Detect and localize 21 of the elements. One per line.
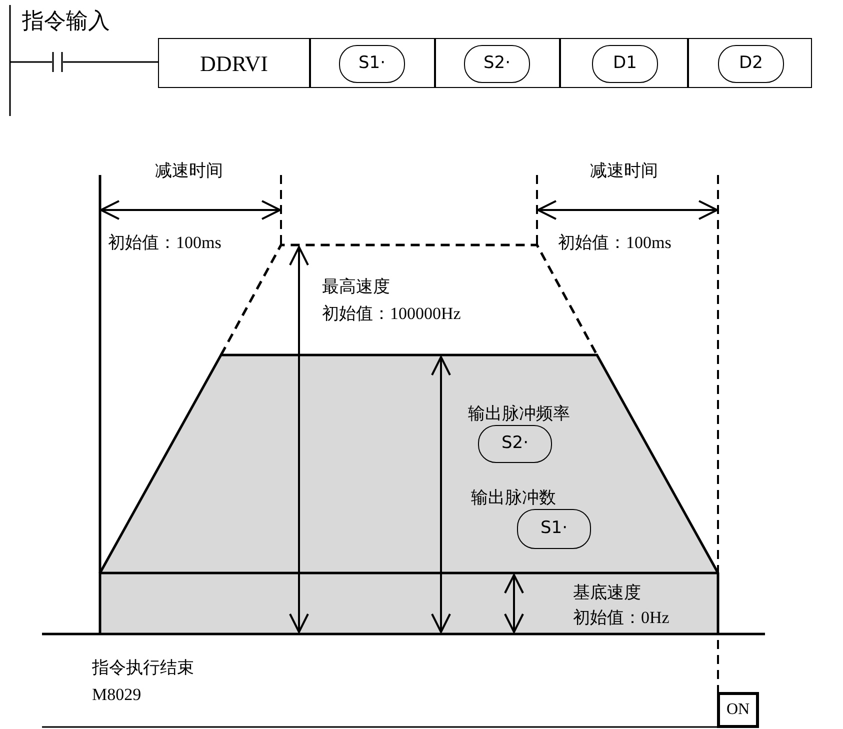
annotation-text: 指令输入 bbox=[22, 8, 110, 36]
instruction-cell bbox=[560, 38, 688, 88]
annotation-text: 减速时间 bbox=[590, 160, 658, 182]
annotation-text: 初始值：100000Hz bbox=[322, 303, 461, 324]
annotation-text: 初始值：0Hz bbox=[573, 607, 670, 628]
annotation-text: 输出脉冲频率 bbox=[468, 403, 570, 424]
annotation-text: 减速时间 bbox=[155, 160, 223, 182]
annotation-text: 基底速度 bbox=[573, 582, 641, 604]
annotation-text: 初始值：100ms bbox=[558, 232, 672, 254]
annotation-text: M8029 bbox=[92, 684, 142, 706]
instruction-cell bbox=[435, 38, 560, 88]
instruction-cell: DDRVI bbox=[158, 38, 310, 88]
operand-text: S1· bbox=[540, 517, 568, 540]
instruction-cell bbox=[688, 38, 812, 88]
annotation-text: 初始值：100ms bbox=[108, 232, 222, 254]
instruction-cell bbox=[310, 38, 435, 88]
status-box: ON bbox=[717, 692, 759, 728]
annotation-text: 最高速度 bbox=[322, 276, 390, 298]
annotation-text: 输出脉冲数 bbox=[471, 487, 556, 508]
operand-text: S2· bbox=[501, 432, 528, 456]
annotation-text: 指令执行结束 bbox=[92, 657, 194, 678]
